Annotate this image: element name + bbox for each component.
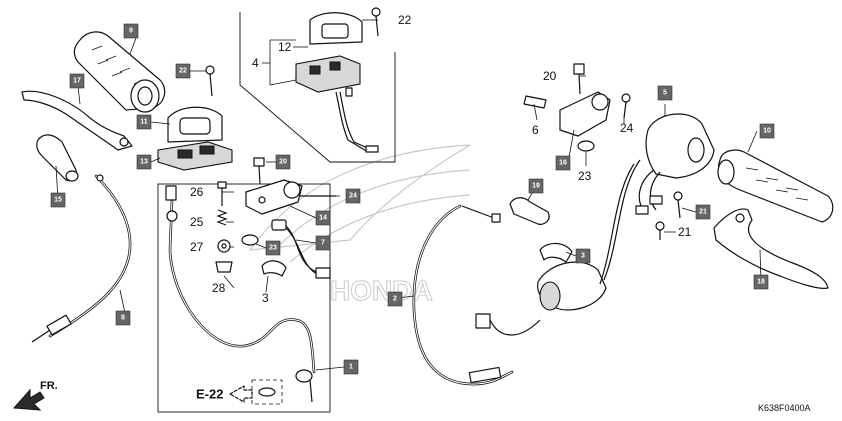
callout-18: 18 [753, 274, 769, 290]
callout-20-left-text: 20 [279, 159, 287, 166]
label-12: 12 [278, 40, 292, 54]
cable-boot [509, 197, 550, 225]
callout-8: 8 [115, 310, 131, 326]
e22-label: E-22 [196, 387, 223, 402]
callout-21-box: 21 [695, 204, 711, 220]
callout-22-box-text: 22 [179, 68, 187, 75]
callout-23-left-text: 23 [269, 245, 277, 252]
callout-5-text: 5 [663, 90, 667, 97]
label-24-right: 24 [620, 121, 634, 135]
callout-9: 9 [123, 23, 139, 39]
label-21-right: 21 [678, 225, 692, 239]
label-27: 27 [190, 240, 204, 254]
callout-13: 13 [136, 154, 152, 170]
label-22-top: 22 [398, 13, 412, 27]
callout-7: 7 [315, 235, 331, 251]
left-switch-housing [157, 106, 233, 171]
callout-21-box-text: 21 [699, 209, 707, 216]
e22-reference: E-22 [196, 379, 283, 405]
callout-1-text: 1 [349, 364, 353, 371]
callout-19: 19 [528, 178, 544, 194]
lever-cover [36, 134, 79, 182]
callout-15: 15 [50, 192, 66, 208]
clutch-cable-main [165, 185, 316, 403]
callout-10: 10 [759, 123, 775, 139]
callout-17: 17 [69, 73, 85, 89]
front-direction-marker: FR. [12, 380, 58, 411]
callout-9-text: 9 [129, 28, 133, 35]
honda-watermark-text: HONDA [330, 275, 433, 306]
leader-lines [55, 19, 762, 371]
label-6: 6 [532, 123, 539, 137]
left-grip [73, 31, 166, 113]
callout-20-left: 20 [275, 154, 291, 170]
throttle-cables [412, 204, 514, 386]
callout-2-text: 2 [393, 296, 397, 303]
right-lever [713, 208, 829, 289]
callout-14-text: 14 [319, 215, 327, 222]
callout-19-text: 19 [532, 183, 540, 190]
right-switch-housing [635, 113, 715, 215]
callout-24-left: 24 [345, 188, 361, 204]
label-3-left: 3 [262, 291, 269, 305]
clutch-cable-left [31, 174, 132, 343]
callout-1: 1 [343, 359, 359, 375]
callout-10-text: 10 [763, 128, 771, 135]
screw-21 [655, 191, 683, 240]
callout-5: 5 [657, 85, 673, 101]
callout-11-text: 11 [140, 119, 148, 126]
callout-18-text: 18 [757, 279, 765, 286]
switch-detail [295, 12, 379, 153]
callout-24-left-text: 24 [349, 193, 357, 200]
front-marker-label: FR. [40, 380, 58, 392]
callout-17-text: 17 [73, 78, 81, 85]
label-20-right: 20 [543, 69, 557, 83]
label-28: 28 [212, 281, 226, 295]
lever-bracket [245, 157, 336, 215]
throttle-pipe [475, 159, 641, 336]
callout-14: 14 [315, 210, 331, 226]
callout-22-box: 22 [175, 63, 191, 79]
callout-2: 2 [387, 291, 403, 307]
callout-16-text: 16 [559, 160, 567, 167]
small-parts-stack [215, 181, 233, 273]
clutch-cable-frame [157, 183, 331, 413]
switch-detail-frame [239, 12, 396, 163]
callout-3-right-text: 3 [581, 253, 585, 260]
label-26: 26 [190, 185, 204, 199]
screw-22-top [371, 7, 381, 37]
callout-15-text: 15 [54, 197, 62, 204]
right-lever-bracket [523, 63, 631, 152]
callout-23-left: 23 [265, 240, 281, 256]
callout-8-text: 8 [121, 315, 125, 322]
screw-22-left [205, 65, 215, 97]
clamp-right [539, 242, 573, 263]
callout-16: 16 [555, 155, 571, 171]
label-4: 4 [252, 56, 259, 70]
right-grip [717, 149, 834, 223]
clutch-switch [271, 219, 331, 279]
label-23-right: 23 [578, 169, 592, 183]
callout-13-text: 13 [140, 159, 148, 166]
left-lever [21, 90, 133, 151]
diagram-code: K638F0400A [758, 403, 811, 413]
label-25: 25 [190, 215, 204, 229]
callout-11: 11 [136, 114, 152, 130]
clamp-left [241, 234, 287, 277]
callout-3-right: 3 [575, 248, 591, 264]
callout-7-text: 7 [321, 240, 325, 247]
